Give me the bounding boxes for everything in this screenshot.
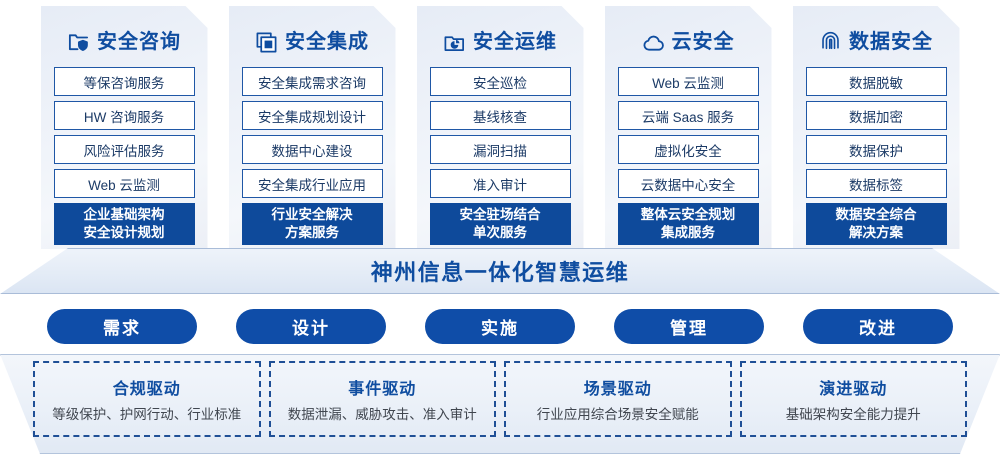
service-item[interactable]: 云数据中心安全: [618, 169, 759, 198]
column-title: 安全咨询: [97, 30, 181, 53]
service-item[interactable]: 准入审计: [430, 169, 571, 198]
service-column-data-security[interactable]: 数据安全 数据脱敏 数据加密 数据保护 数据标签 数据安全综合 解决方案: [793, 6, 960, 249]
service-column-security-consulting[interactable]: 安全咨询 等保咨询服务 HW 咨询服务 风险评估服务 Web 云监测 企业基础架…: [41, 6, 208, 249]
column-title: 数据安全: [849, 30, 933, 53]
phase-pill-requirements[interactable]: 需求: [47, 309, 197, 344]
summary-line-1: 行业安全解决: [271, 207, 353, 222]
service-item[interactable]: 风险评估服务: [54, 135, 195, 164]
service-item[interactable]: 虚拟化安全: [618, 135, 759, 164]
folder-shield-icon: [67, 31, 90, 54]
driver-title: 事件驱动: [348, 381, 417, 398]
column-header: 数据安全: [805, 19, 948, 65]
drivers-section: 合规驱动 等级保护、护网行动、行业标准 事件驱动 数据泄漏、威胁攻击、准入审计 …: [0, 354, 1000, 454]
stacked-documents-icon: [255, 31, 278, 54]
service-item[interactable]: 数据加密: [806, 101, 947, 130]
summary-line-1: 整体云安全规划: [640, 207, 736, 222]
column-header: 云安全: [617, 19, 760, 65]
column-title: 安全集成: [285, 30, 369, 53]
column-title: 云安全: [671, 30, 735, 53]
column-summary-box[interactable]: 企业基础架构 安全设计规划: [54, 203, 195, 245]
column-summary-box[interactable]: 安全驻场结合 单次服务: [430, 203, 571, 245]
summary-line-2: 集成服务: [661, 225, 715, 240]
service-item[interactable]: 数据保护: [806, 135, 947, 164]
service-item[interactable]: 安全集成规划设计: [242, 101, 383, 130]
column-header: 安全集成: [241, 19, 384, 65]
column-summary-box[interactable]: 数据安全综合 解决方案: [806, 203, 947, 245]
service-column-security-integration[interactable]: 安全集成 安全集成需求咨询 安全集成规划设计 数据中心建设 安全集成行业应用 行…: [229, 6, 396, 249]
summary-line-2: 单次服务: [473, 225, 527, 240]
summary-line-2: 方案服务: [285, 225, 339, 240]
service-item[interactable]: 漏洞扫描: [430, 135, 571, 164]
service-item[interactable]: 数据脱敏: [806, 67, 947, 96]
driver-description: 基础架构安全能力提升: [785, 407, 921, 422]
driver-title: 合规驱动: [112, 381, 181, 398]
service-columns: 安全咨询 等保咨询服务 HW 咨询服务 风险评估服务 Web 云监测 企业基础架…: [0, 6, 1000, 254]
cloud-icon: [642, 31, 665, 54]
service-item[interactable]: 云端 Saas 服务: [618, 101, 759, 130]
service-column-cloud-security[interactable]: 云安全 Web 云监测 云端 Saas 服务 虚拟化安全 云数据中心安全 整体云…: [605, 6, 772, 249]
drivers-background: [0, 354, 1000, 454]
phase-pill-implementation[interactable]: 实施: [425, 309, 575, 344]
driver-description: 等级保护、护网行动、行业标准: [52, 407, 242, 422]
summary-line-2: 解决方案: [849, 225, 903, 240]
driver-description: 数据泄漏、威胁攻击、准入审计: [287, 407, 477, 422]
column-summary-box[interactable]: 整体云安全规划 集成服务: [618, 203, 759, 245]
service-item[interactable]: 安全巡检: [430, 67, 571, 96]
summary-line-1: 数据安全综合: [835, 207, 917, 222]
service-item[interactable]: 数据中心建设: [242, 135, 383, 164]
service-item[interactable]: HW 咨询服务: [54, 101, 195, 130]
summary-line-1: 安全驻场结合: [459, 207, 541, 222]
column-title: 安全运维: [473, 30, 557, 53]
banner-title: 神州信息一体化智慧运维: [370, 260, 630, 285]
phase-pill-design[interactable]: 设计: [236, 309, 386, 344]
lifecycle-phases: 需求 设计 实施 管理 改进: [0, 309, 1000, 345]
column-summary-box[interactable]: 行业安全解决 方案服务: [242, 203, 383, 245]
summary-line-1: 企业基础架构: [83, 207, 165, 222]
service-item[interactable]: 安全集成行业应用: [242, 169, 383, 198]
summary-line-2: 安全设计规划: [83, 225, 165, 240]
drivers-list: 合规驱动 等级保护、护网行动、行业标准 事件驱动 数据泄漏、威胁攻击、准入审计 …: [33, 361, 967, 437]
service-item[interactable]: 等保咨询服务: [54, 67, 195, 96]
driver-card-compliance[interactable]: 合规驱动 等级保护、护网行动、行业标准: [33, 361, 261, 437]
driver-card-evolution[interactable]: 演进驱动 基础架构安全能力提升: [739, 361, 967, 437]
platform-banner: 神州信息一体化智慧运维: [0, 248, 1000, 294]
driver-title: 演进驱动: [819, 381, 888, 398]
service-column-security-operations[interactable]: 安全运维 安全巡检 基线核查 漏洞扫描 准入审计 安全驻场结合 单次服务: [417, 6, 584, 249]
phase-pill-improvement[interactable]: 改进: [803, 309, 953, 344]
service-item[interactable]: Web 云监测: [618, 67, 759, 96]
banner-shape: [0, 248, 1000, 294]
folder-chart-icon: [443, 31, 466, 54]
driver-card-incident[interactable]: 事件驱动 数据泄漏、威胁攻击、准入审计: [268, 361, 496, 437]
driver-description: 行业应用综合场景安全赋能: [536, 407, 699, 422]
service-item[interactable]: Web 云监测: [54, 169, 195, 198]
phase-pill-management[interactable]: 管理: [614, 309, 764, 344]
fingerprint-icon: [819, 31, 842, 54]
service-item[interactable]: 数据标签: [806, 169, 947, 198]
column-header: 安全咨询: [53, 19, 196, 65]
service-item[interactable]: 基线核查: [430, 101, 571, 130]
driver-card-scenario[interactable]: 场景驱动 行业应用综合场景安全赋能: [504, 361, 732, 437]
service-item[interactable]: 安全集成需求咨询: [242, 67, 383, 96]
driver-title: 场景驱动: [583, 381, 652, 398]
column-header: 安全运维: [429, 19, 572, 65]
